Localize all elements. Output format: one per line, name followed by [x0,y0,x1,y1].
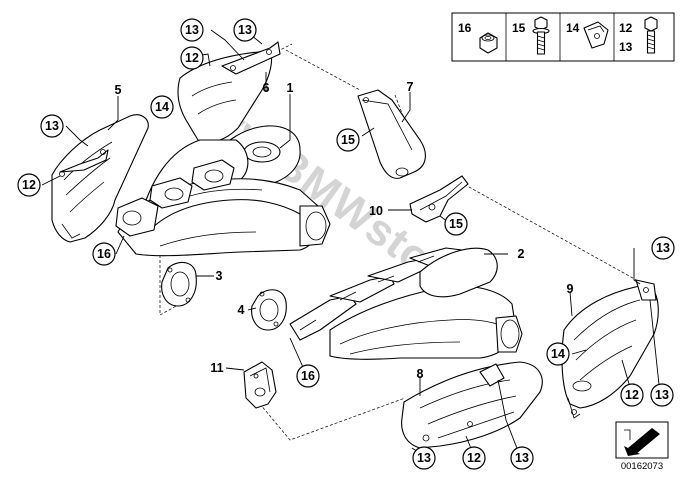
svg-text:13: 13 [515,451,529,465]
svg-text:13: 13 [417,451,431,465]
callout-12-top: 12 [180,46,204,70]
callout-16-mid: 16 [296,364,320,388]
label-part-8: 8 [417,367,424,381]
callout-15-lower: 15 [444,212,468,236]
part-8-heat-shield-lower [401,361,543,449]
svg-text:13: 13 [656,241,670,255]
legend-label-clip-nut: 14 [566,21,580,35]
flange-bolt-icon [532,16,550,55]
callout-13-top-b: 13 [233,18,257,42]
reference-code: 00162073 [621,461,663,472]
svg-text:13: 13 [238,23,252,37]
svg-text:12: 12 [185,51,199,65]
legend-label-nut: 16 [458,21,472,35]
svg-text:16: 16 [301,369,315,383]
callout-14-left: 14 [150,95,174,119]
callout-15-mid: 15 [336,128,360,152]
svg-text:14: 14 [551,347,565,361]
part-6-heat-shield-upper [177,41,281,143]
callout-12-left: 12 [17,173,41,197]
svg-text:12: 12 [467,451,481,465]
callout-13-left: 13 [40,114,64,138]
svg-text:13: 13 [655,388,669,402]
callout-13-right-bot: 13 [650,383,674,407]
part-1-exhaust-manifold-left [115,125,331,257]
callout-12-bot: 12 [462,446,486,470]
label-part-11: 11 [210,361,223,375]
part-10-bracket-small [409,175,469,223]
assembly-guide-lines [159,43,641,441]
callout-13-bot-b: 13 [510,446,534,470]
clip-nut-icon [583,21,609,49]
label-part-3: 3 [216,269,223,283]
part-9-heat-shield-right [561,279,659,419]
callout-16-left: 16 [92,242,116,266]
svg-text:12: 12 [625,388,639,402]
svg-text:13: 13 [185,23,199,37]
callout-12-right: 12 [620,383,644,407]
legend-label-bolt-13: 13 [619,40,633,54]
label-part-7: 7 [407,80,414,94]
legend-label-flange-bolt: 15 [512,21,526,35]
label-part-1: 1 [287,81,294,95]
label-part-10: 10 [369,204,383,218]
part-4-gasket [251,289,287,331]
callout-13-top-a: 13 [180,18,204,42]
label-part-2: 2 [518,247,525,261]
svg-text:15: 15 [341,133,355,147]
label-part-4: 4 [238,303,245,317]
legend-label-bolt-12: 12 [619,21,633,35]
label-part-6: 6 [263,81,270,95]
svg-text:15: 15 [449,217,463,231]
svg-text:13: 13 [45,119,59,133]
reference-box: 00162073 [615,421,669,472]
part-3-gasket [161,261,197,307]
direction-arrow-icon [628,428,660,454]
part-11-bracket [243,361,277,409]
part-7-bracket [357,89,426,179]
svg-text:14: 14 [155,100,169,114]
callout-13-bot-a: 13 [412,446,436,470]
svg-text:12: 12 [22,178,36,192]
callout-13-right-top: 13 [651,236,675,260]
hex-nut-icon [479,32,498,54]
label-part-5: 5 [115,83,122,97]
part-5-heat-shield-left [51,114,149,243]
part-2-exhaust-manifold-right [289,247,523,360]
hardware-legend: 16 15 14 12 13 [451,12,675,62]
svg-text:16: 16 [97,247,111,261]
label-part-9: 9 [567,282,574,296]
callout-14-right: 14 [546,342,570,366]
hex-bolt-icon [644,16,658,54]
